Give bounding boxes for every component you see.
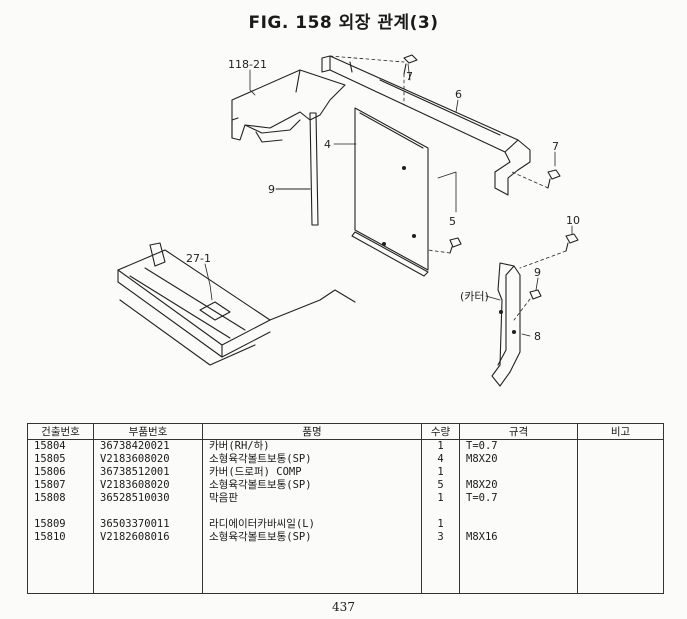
cell-part-no: V2182608016 — [93, 531, 203, 544]
cell-spec — [459, 466, 578, 479]
callout-5: 5 — [449, 215, 456, 228]
exploded-parts-diagram: 118-21 7 6 4 7 9 5 10 27-1 9 (카터) 8 — [117, 54, 580, 387]
table-row: 15809 36503370011 라디에이터카바씨일(L) 1 — [27, 518, 664, 531]
callout-6: 6 — [455, 88, 462, 101]
cell-spec: M8X20 — [459, 479, 578, 492]
part-seal-9 — [275, 112, 319, 226]
cell-note — [577, 492, 664, 505]
col-header-spec: 규격 — [459, 423, 578, 440]
cell-note — [577, 466, 664, 479]
bolt-7-right — [547, 169, 561, 189]
bolt-5 — [449, 237, 462, 254]
cell-part-no: 36738512001 — [93, 466, 203, 479]
bolt-10 — [565, 233, 579, 252]
col-header-note: 비고 — [577, 423, 664, 440]
cell-name: 카버(드로퍼) COMP — [202, 466, 422, 479]
cell-qty — [421, 505, 460, 518]
cell-spec — [459, 518, 578, 531]
table-row: 15806 36738512001 카버(드로퍼) COMP 1 — [27, 466, 664, 479]
table-row: 15808 36528510030 막음판 1 T=0.7 — [27, 492, 664, 505]
cell-ref: 15805 — [27, 453, 94, 466]
table-filler-row — [27, 544, 664, 594]
cell-ref: 15809 — [27, 518, 94, 531]
table-row: 15805 V2183608020 소형육각볼트보통(SP) 4 M8X20 — [27, 453, 664, 466]
part-cover-118-21 — [231, 69, 346, 143]
cell-ref: 15808 — [27, 492, 94, 505]
cell-note — [577, 479, 664, 492]
callout-8: 8 — [534, 330, 541, 343]
callout-cutter: (카터) — [460, 290, 489, 303]
cell-part-no: 36738420021 — [93, 439, 203, 453]
cell-part-no: V2183608020 — [93, 453, 203, 466]
cell-name: 소형육각볼트보통(SP) — [202, 531, 422, 544]
cell-note — [577, 439, 664, 453]
table-row — [27, 505, 664, 518]
leader-lines — [204, 63, 573, 337]
callout-10: 10 — [566, 214, 580, 227]
cell-note — [577, 518, 664, 531]
assembly-lines — [329, 55, 567, 321]
callout-9-left: 9 — [268, 183, 275, 196]
table-row: 15810 V2182608016 소형육각볼트보통(SP) 3 M8X16 — [27, 531, 664, 544]
col-header-name: 품명 — [202, 423, 422, 440]
cell-name — [202, 505, 422, 518]
col-header-part-no: 부품번호 — [93, 423, 203, 440]
figure-title: FIG. 158 외장 관계(3) — [248, 13, 439, 33]
cell-note — [577, 453, 664, 466]
cell-spec: M8X16 — [459, 531, 578, 544]
cell-ref: 15810 — [27, 531, 94, 544]
cell-qty: 1 — [421, 466, 460, 479]
bolt-9 — [529, 289, 542, 300]
cell-name: 카버(RH/하) — [202, 439, 422, 453]
cell-spec: M8X20 — [459, 453, 578, 466]
table-header-row: 건출번호 부품번호 품명 수량 규격 비고 — [27, 423, 664, 440]
cell-qty: 5 — [421, 479, 460, 492]
cell-part-no: V2183608020 — [93, 479, 203, 492]
callout-118-21: 118-21 — [228, 58, 267, 71]
part-cover-6 — [321, 55, 531, 196]
table-row: 15807 V2183608020 소형육각볼트보통(SP) 5 M8X20 — [27, 479, 664, 492]
col-header-qty: 수량 — [421, 423, 460, 440]
cell-qty: 1 — [421, 492, 460, 505]
part-frame-27-1 — [117, 242, 356, 366]
callout-4: 4 — [324, 138, 331, 151]
cell-name: 소형육각볼트보통(SP) — [202, 453, 422, 466]
cell-name: 막음판 — [202, 492, 422, 505]
cell-name: 라디에이터카바씨일(L) — [202, 518, 422, 531]
cell-note — [577, 505, 664, 518]
cell-qty: 1 — [421, 439, 460, 453]
parts-list-table: 건출번호 부품번호 품명 수량 규격 비고 15804 36738420021 … — [27, 423, 664, 594]
cell-qty: 4 — [421, 453, 460, 466]
cell-ref: 15806 — [27, 466, 94, 479]
cell-name: 소형육각볼트보통(SP) — [202, 479, 422, 492]
cell-part-no: 36503370011 — [93, 518, 203, 531]
table-row: 15804 36738420021 카버(RH/하) 1 T=0.7 — [27, 439, 664, 453]
callout-7-top: 7 — [406, 70, 413, 83]
cell-spec: T=0.7 — [459, 492, 578, 505]
cell-part-no: 36528510030 — [93, 492, 203, 505]
part-bracket-8 — [491, 262, 521, 387]
cell-part-no — [93, 505, 203, 518]
bolt-7-top — [403, 54, 418, 75]
part-panel-4 — [351, 107, 429, 277]
cell-qty: 3 — [421, 531, 460, 544]
page-number: 437 — [332, 600, 355, 614]
cell-spec: T=0.7 — [459, 439, 578, 453]
cell-ref — [27, 505, 94, 518]
cell-spec — [459, 505, 578, 518]
callout-7-right: 7 — [552, 140, 559, 153]
callout-27-1: 27-1 — [186, 252, 211, 265]
callout-9-right: 9 — [534, 266, 541, 279]
cell-ref: 15804 — [27, 439, 94, 453]
cell-qty: 1 — [421, 518, 460, 531]
cell-ref: 15807 — [27, 479, 94, 492]
col-header-ref: 건출번호 — [27, 423, 94, 440]
cell-note — [577, 531, 664, 544]
